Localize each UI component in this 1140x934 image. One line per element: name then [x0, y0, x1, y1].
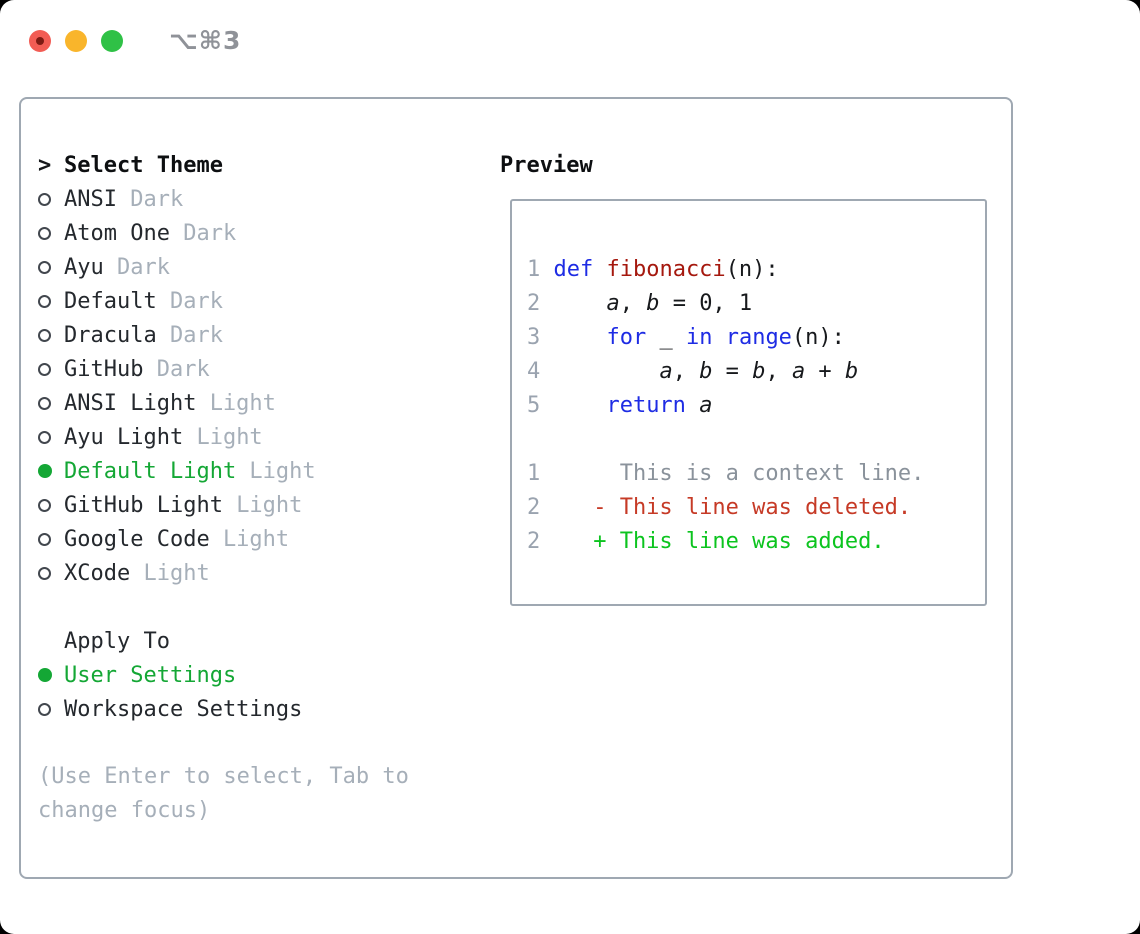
- radio-selected-icon: [38, 464, 52, 478]
- theme-option-github-dark[interactable]: GitHub Dark: [38, 352, 478, 386]
- option-label: GitHub: [64, 356, 144, 382]
- apply-option-user-settings[interactable]: User Settings: [38, 658, 478, 692]
- blank-line: [527, 423, 985, 457]
- option-label: ANSI: [64, 186, 117, 212]
- line-number: 3: [527, 325, 541, 350]
- zoom-button[interactable]: [101, 29, 123, 52]
- option-label: Dracula: [64, 322, 157, 348]
- diff-line-added: 2 + This line was added.: [527, 525, 985, 559]
- select-theme-heading: > Select Theme: [38, 148, 478, 182]
- radio-unselected-icon: [38, 294, 51, 308]
- code-line: 5 return a: [527, 389, 985, 423]
- line-number: 1: [527, 461, 541, 486]
- theme-option-github-light-light[interactable]: GitHub Light Light: [38, 488, 478, 522]
- theme-option-google-code-light[interactable]: Google Code Light: [38, 522, 478, 556]
- theme-option-ansi-light-light[interactable]: ANSI Light Light: [38, 386, 478, 420]
- diff-line-context: 1 This is a context line.: [527, 457, 985, 491]
- radio-unselected-icon: [38, 566, 51, 580]
- radio-unselected-icon: [38, 226, 51, 240]
- radio-unselected-icon: [38, 362, 51, 376]
- option-variant: Light: [222, 526, 290, 552]
- option-variant: Light: [196, 424, 263, 450]
- diff-line-deleted: 2 - This line was deleted.: [527, 491, 985, 525]
- apply-to-heading-label: Apply To: [64, 628, 170, 654]
- option-label: Google Code: [64, 526, 210, 552]
- theme-option-ayu-light-light[interactable]: Ayu Light Light: [38, 420, 478, 454]
- radio-unselected-icon: [38, 192, 51, 206]
- line-number: 2: [527, 291, 541, 316]
- option-label: Ayu: [64, 254, 104, 280]
- option-variant: Dark: [130, 186, 184, 212]
- option-variant: Light: [236, 492, 303, 518]
- theme-option-ayu-dark[interactable]: Ayu Dark: [38, 250, 478, 284]
- line-number: 5: [527, 393, 541, 418]
- option-label: XCode: [64, 560, 131, 586]
- option-variant: Light: [209, 390, 276, 416]
- radio-unselected-icon: [38, 396, 51, 410]
- theme-option-default-light-light[interactable]: Default Light Light: [38, 454, 478, 488]
- theme-option-xcode-light[interactable]: XCode Light: [38, 556, 478, 590]
- close-button[interactable]: [29, 29, 51, 52]
- focus-arrow-icon: >: [38, 152, 52, 178]
- theme-option-ansi-dark[interactable]: ANSI Dark: [38, 182, 478, 216]
- option-variant: Dark: [183, 220, 237, 246]
- apply-option-workspace-settings[interactable]: Workspace Settings: [38, 692, 478, 726]
- radio-unselected-icon: [38, 532, 51, 546]
- line-number: 2: [527, 495, 541, 520]
- spacer-row: [38, 590, 478, 624]
- theme-option-default-dark[interactable]: Default Dark: [38, 284, 478, 318]
- option-label: Default: [64, 288, 157, 314]
- hint-line-2: change focus): [38, 798, 211, 823]
- code-line: 4 a, b = b, a + b: [527, 355, 985, 389]
- window-title: ⌥⌘3: [169, 26, 242, 55]
- radio-unselected-icon: [38, 430, 51, 444]
- radio-unselected-icon: [38, 328, 51, 342]
- radio-unselected-icon: [38, 702, 51, 716]
- select-theme-heading-label: Select Theme: [64, 152, 223, 178]
- hint-line-1: (Use Enter to select, Tab to: [38, 764, 409, 789]
- theme-option-atom-one-dark[interactable]: Atom One Dark: [38, 216, 478, 250]
- option-variant: Dark: [156, 356, 210, 382]
- line-number: 2: [527, 529, 541, 554]
- apply-to-heading: Apply To: [38, 624, 478, 658]
- radio-unselected-icon: [38, 498, 51, 512]
- code-line: 2 a, b = 0, 1: [527, 287, 985, 321]
- line-number: 4: [527, 359, 541, 384]
- option-variant: Dark: [116, 254, 170, 280]
- code-line: 3 for _ in range(n):: [527, 321, 985, 355]
- option-label: ANSI Light: [64, 390, 197, 416]
- option-label: Default Light: [64, 458, 237, 484]
- radio-selected-icon: [38, 668, 52, 682]
- option-variant: Light: [249, 458, 316, 484]
- preview-heading: Preview: [500, 153, 593, 178]
- option-label: Workspace Settings: [64, 696, 303, 722]
- radio-unselected-icon: [38, 260, 51, 274]
- option-label: GitHub Light: [64, 492, 223, 518]
- titlebar: ⌥⌘3: [29, 26, 241, 55]
- option-variant: Dark: [169, 288, 223, 314]
- modified-indicator-dot: [36, 36, 44, 45]
- spacer-row: [38, 726, 478, 760]
- theme-option-dracula-dark[interactable]: Dracula Dark: [38, 318, 478, 352]
- option-label: User Settings: [64, 662, 237, 688]
- option-label: Ayu Light: [64, 424, 184, 450]
- line-number: 1: [527, 257, 541, 282]
- option-variant: Light: [143, 560, 210, 586]
- option-variant: Dark: [169, 322, 223, 348]
- minimize-button[interactable]: [65, 29, 87, 52]
- option-label: Atom One: [64, 220, 170, 246]
